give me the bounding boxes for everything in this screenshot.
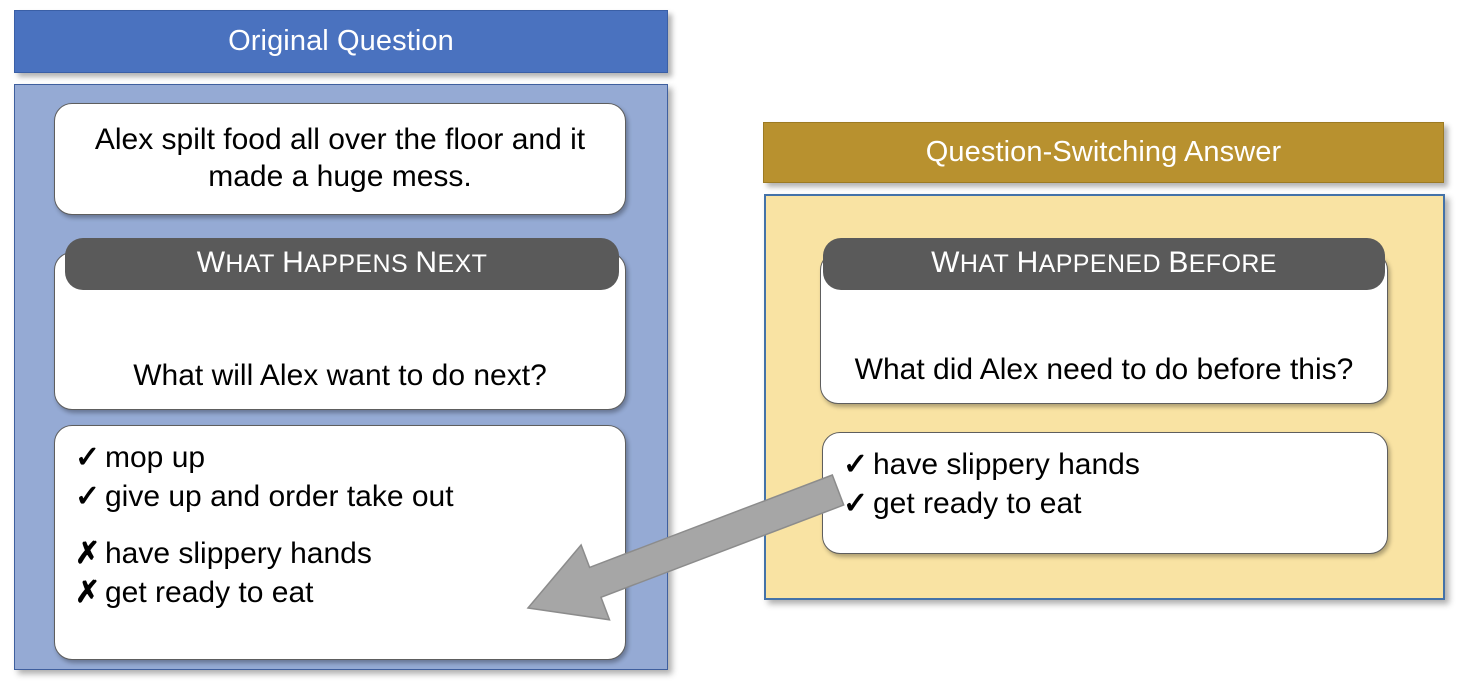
- answer-text: get ready to eat: [873, 487, 1082, 520]
- check-icon: ✓: [843, 487, 869, 520]
- answer-row[interactable]: ✓get ready to eat: [843, 484, 1387, 523]
- check-icon: ✓: [75, 441, 101, 474]
- original-question-text: What will Alex want to do next?: [133, 359, 547, 393]
- question-switching-answer-title: Question-Switching Answer: [925, 136, 1282, 168]
- question-type-pill-next: WHAT HAPPENS NEXT: [65, 238, 619, 290]
- original-answers-card: ✓mop up✓give up and order take out✗have …: [54, 425, 626, 660]
- original-question-title: Original Question: [228, 25, 454, 57]
- switched-question-text: What did Alex need to do before this?: [854, 353, 1354, 387]
- answer-text: have slippery hands: [873, 448, 1140, 481]
- answer-text: get ready to eat: [105, 576, 314, 609]
- question-type-label-next: WHAT HAPPENS NEXT: [196, 246, 488, 279]
- answer-row[interactable]: ✗have slippery hands: [75, 534, 625, 573]
- answer-text: mop up: [105, 441, 206, 474]
- answer-text: have slippery hands: [105, 537, 372, 570]
- question-type-pill-before: WHAT HAPPENED BEFORE: [823, 238, 1385, 290]
- answer-row[interactable]: ✓mop up: [75, 438, 625, 477]
- switched-answers-card: ✓have slippery hands✓get ready to eat: [822, 432, 1388, 554]
- transfer-arrow-shape: [526, 474, 845, 621]
- answer-row[interactable]: ✓have slippery hands: [843, 445, 1387, 484]
- question-type-label-before: WHAT HAPPENED BEFORE: [931, 246, 1277, 279]
- check-icon: ✓: [75, 480, 101, 513]
- original-answer-list: ✓mop up✓give up and order take out✗have …: [75, 438, 625, 612]
- context-text: Alex spilt food all over the floor and i…: [94, 123, 586, 193]
- question-switching-answer-header: Question-Switching Answer: [763, 122, 1444, 183]
- transfer-arrow-icon: [526, 474, 845, 621]
- answer-row[interactable]: ✗get ready to eat: [75, 573, 625, 612]
- answer-row[interactable]: ✓give up and order take out: [75, 477, 625, 516]
- switched-answer-list: ✓have slippery hands✓get ready to eat: [843, 445, 1387, 523]
- cross-icon: ✗: [75, 537, 101, 570]
- check-icon: ✓: [843, 448, 869, 481]
- cross-icon: ✗: [75, 576, 101, 609]
- answer-text: give up and order take out: [105, 480, 454, 513]
- original-question-header: Original Question: [14, 10, 668, 73]
- context-card: Alex spilt food all over the floor and i…: [54, 103, 626, 215]
